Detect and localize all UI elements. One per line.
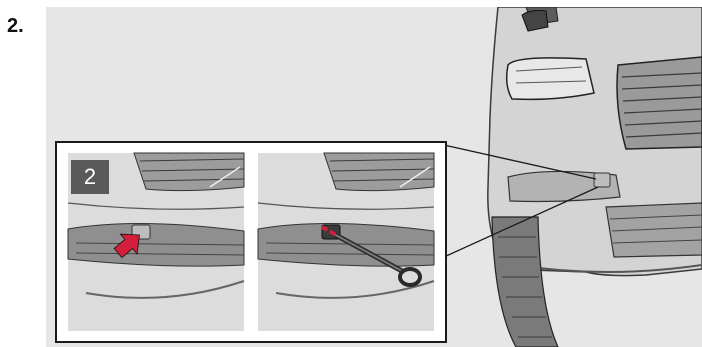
inset-step-badge: 2 bbox=[71, 160, 109, 194]
inset-panel-right bbox=[258, 153, 434, 331]
tow-eye-cover bbox=[594, 173, 610, 187]
car-front-illustration bbox=[46, 7, 702, 347]
step-number: 2. bbox=[7, 16, 24, 36]
